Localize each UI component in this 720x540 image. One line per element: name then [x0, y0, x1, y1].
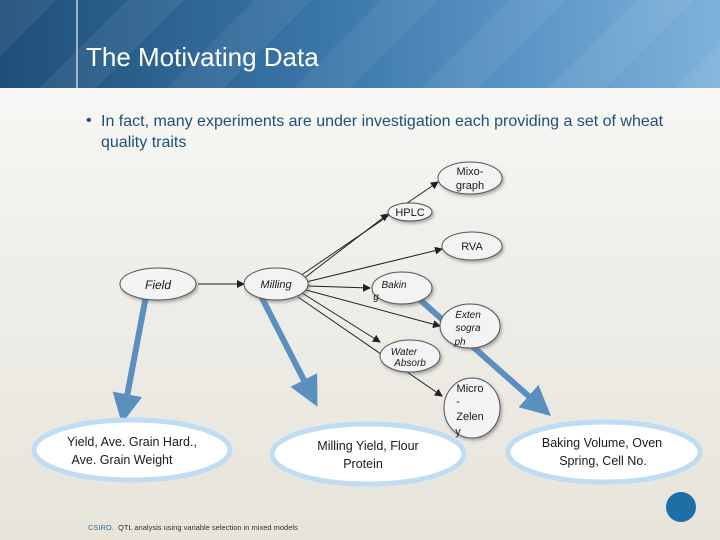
node-extensograph-label-1: Exten	[455, 310, 481, 321]
footer-text: QTL analysis using variable selection in…	[118, 523, 298, 532]
node-extensograph-label-3: ph	[453, 337, 466, 348]
slide-title: The Motivating Data	[86, 42, 319, 72]
title-bar-pattern	[0, 0, 720, 88]
outcome-field-label-2: Ave. Grain Weight	[72, 453, 174, 467]
csiro-logo-icon	[666, 492, 696, 522]
outcome-milling-shape	[269, 421, 467, 487]
arrow-milling-to-rva	[305, 246, 443, 283]
arrow-milling-to-hplc	[302, 213, 389, 280]
node-micro-zeleny-shape	[443, 377, 501, 439]
arrow-baking-to-traits	[415, 295, 551, 416]
outcome-arrows	[112, 293, 551, 424]
bullet-marker: •	[86, 112, 92, 129]
outcome-milling-label-1: Milling Yield, Flour	[317, 439, 418, 453]
arrow-milling-to-baking	[307, 283, 371, 292]
node-milling-shape	[243, 267, 309, 301]
node-baking-label-1: Bakin	[381, 280, 406, 291]
node-baking-shape	[371, 271, 433, 305]
node-rva-shape	[441, 231, 503, 261]
title-bar-divider	[76, 0, 78, 88]
node-baking-label-2: g	[373, 292, 379, 303]
process-arrows	[198, 181, 443, 397]
arrow-milling-to-traits	[259, 295, 318, 407]
node-hplc-shape	[387, 202, 433, 222]
node-micro-zeleny-label-1: Micro	[457, 383, 484, 395]
arrow-field-to-traits	[112, 293, 149, 424]
outcome-field-shape	[31, 417, 233, 483]
title-bar	[0, 0, 720, 88]
node-mixograph-label-2: graph	[456, 180, 484, 192]
node-extensograph-shape	[439, 303, 501, 349]
node-micro-zeleny-label-2: -	[456, 396, 460, 408]
node-extensograph-label-2: sogra	[455, 323, 480, 334]
node-rva-label: RVA	[461, 241, 483, 253]
node-mixograph-label-1: Mixo-	[457, 166, 484, 178]
outcome-field-label-1: Yield, Ave. Grain Hard.,	[67, 435, 197, 449]
bullet-text: In fact, many experiments are under inve…	[101, 113, 664, 151]
arrow-milling-to-extensograph	[305, 289, 441, 329]
arrow-milling-to-water-absorb	[301, 292, 381, 343]
node-field-shape	[119, 267, 197, 301]
outcome-baking-label-1: Baking Volume, Oven	[542, 436, 662, 450]
node-water-absorb-label-1: Water	[391, 347, 418, 358]
node-mixograph-shape	[437, 161, 503, 195]
node-hplc-label: HPLC	[395, 207, 424, 219]
node-field-label: Field	[145, 278, 171, 292]
node-micro-zeleny-label-4: y	[455, 426, 461, 438]
node-water-absorb-label-2: Absorb	[393, 358, 426, 369]
outcome-baking-label-2: Spring, Cell No.	[559, 454, 647, 468]
node-water-absorb-shape	[379, 339, 441, 373]
node-micro-zeleny-label-3: Zelen	[456, 411, 484, 423]
outcome-milling-label-2: Protein	[343, 457, 383, 471]
arrow-milling-to-micro-zeleny	[297, 296, 443, 397]
outcome-baking-shape	[505, 419, 703, 485]
node-milling-label: Milling	[260, 279, 292, 291]
footer-logo: CSIRO.	[88, 523, 114, 532]
